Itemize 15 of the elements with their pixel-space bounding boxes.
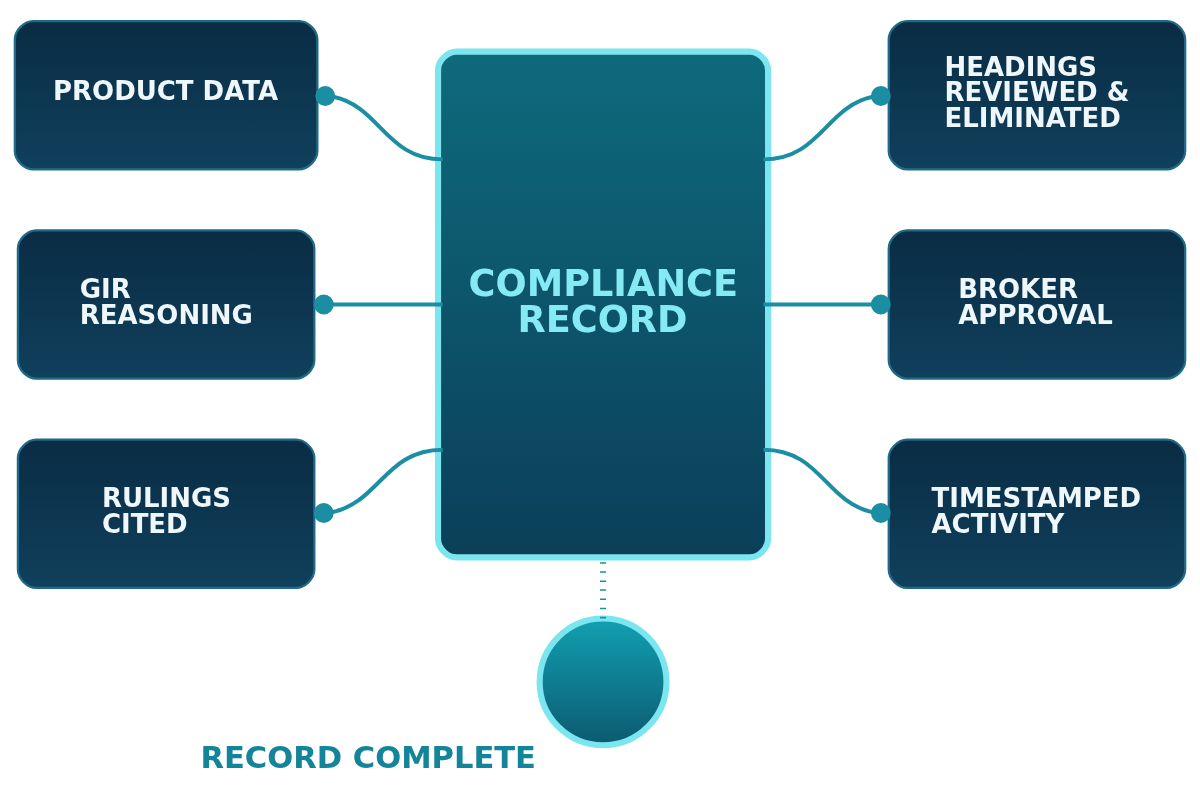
- node-box: COMPLIANCE RECORD: [435, 48, 772, 561]
- node-box: TIMESTAMPED ACTIVITY: [887, 438, 1187, 590]
- connector: [313, 447, 443, 523]
- connector: [315, 86, 443, 162]
- node-label: RECORD COMPLETE: [200, 740, 536, 776]
- connector: [763, 294, 891, 315]
- node-box: RULINGS CITED: [16, 438, 316, 590]
- node-box: HEADINGS REVIEWED & ELIMINATED: [887, 19, 1187, 171]
- node-box: GIR REASONING: [16, 229, 316, 380]
- node-box: BROKER APPROVAL: [887, 229, 1187, 380]
- connector: [313, 294, 443, 315]
- connector: [763, 447, 891, 523]
- node-box: PRODUCT DATA: [13, 19, 319, 171]
- node-circle: [536, 615, 670, 749]
- connector: [763, 86, 891, 162]
